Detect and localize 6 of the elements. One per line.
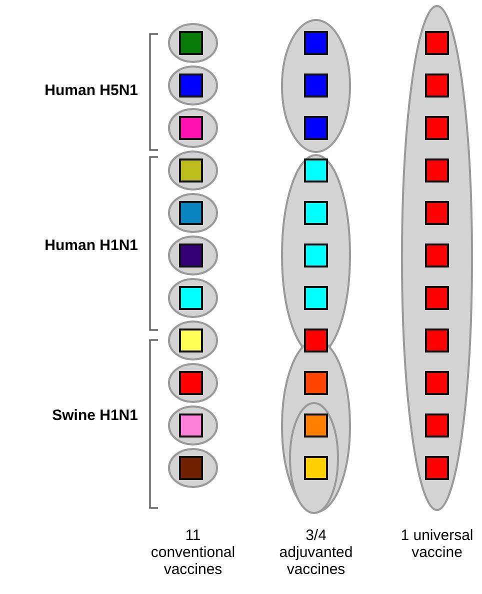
group-label: Human H1N1 <box>44 237 138 254</box>
group-label: Human H5N1 <box>44 82 138 99</box>
group-label: Swine H1N1 <box>52 407 138 424</box>
column-caption: 1 universal vaccine <box>400 527 474 561</box>
column-caption: 3/4 adjuvanted vaccines <box>278 527 354 578</box>
column-caption: 11 conventional vaccines <box>150 527 236 578</box>
